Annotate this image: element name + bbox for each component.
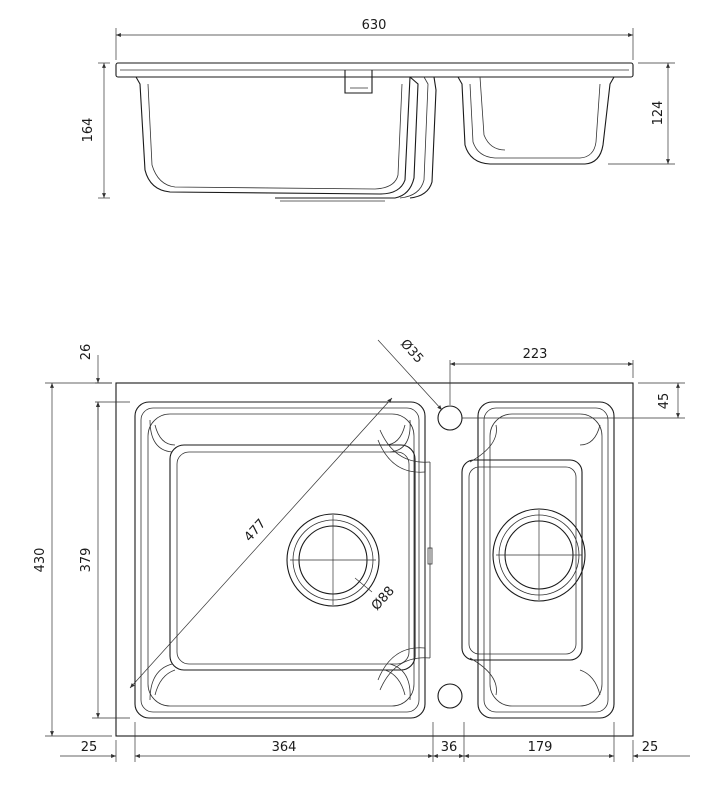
dim-small-bowl-depth: 124 xyxy=(651,101,666,126)
dim-bowl-depth: 379 xyxy=(79,548,94,573)
small-bowl-basin xyxy=(461,459,583,661)
side-rim xyxy=(115,62,634,78)
tap-hole-bottom xyxy=(437,683,463,709)
large-bowl-basin xyxy=(169,444,416,671)
side-overflow xyxy=(344,70,373,94)
small-bowl-outer xyxy=(477,401,615,719)
small-drain xyxy=(492,508,586,602)
dim-overall-width: 630 xyxy=(362,18,387,33)
top-outer-frame xyxy=(115,382,634,737)
dim-divider-width: 36 xyxy=(441,740,458,755)
top-view: 477 Ø88 Ø35 223 45 26 430 379 xyxy=(33,337,690,762)
large-bowl-outer xyxy=(134,401,426,719)
dim-tap-offset: 223 xyxy=(523,347,548,362)
overflow-slot xyxy=(427,547,433,565)
dim-small-bowl-width: 179 xyxy=(528,740,553,755)
large-drain xyxy=(286,513,380,607)
dim-overall-depth: 430 xyxy=(33,548,48,573)
side-view: 630 164 124 xyxy=(81,18,675,202)
dim-drain-diameter: Ø88 xyxy=(369,584,398,614)
dim-tap-edge-distance: 45 xyxy=(657,393,672,410)
dim-diagonal: 477 xyxy=(242,516,270,544)
dim-tap-hole-diameter: Ø35 xyxy=(397,337,426,367)
side-large-bowl xyxy=(135,76,411,195)
dim-overall-height: 164 xyxy=(81,118,96,143)
side-small-bowl xyxy=(457,76,615,165)
dim-large-bowl-width: 364 xyxy=(272,740,297,755)
dim-top-margin: 26 xyxy=(79,344,94,361)
dim-margin-left: 25 xyxy=(81,740,98,755)
dim-margin-right: 25 xyxy=(642,740,659,755)
